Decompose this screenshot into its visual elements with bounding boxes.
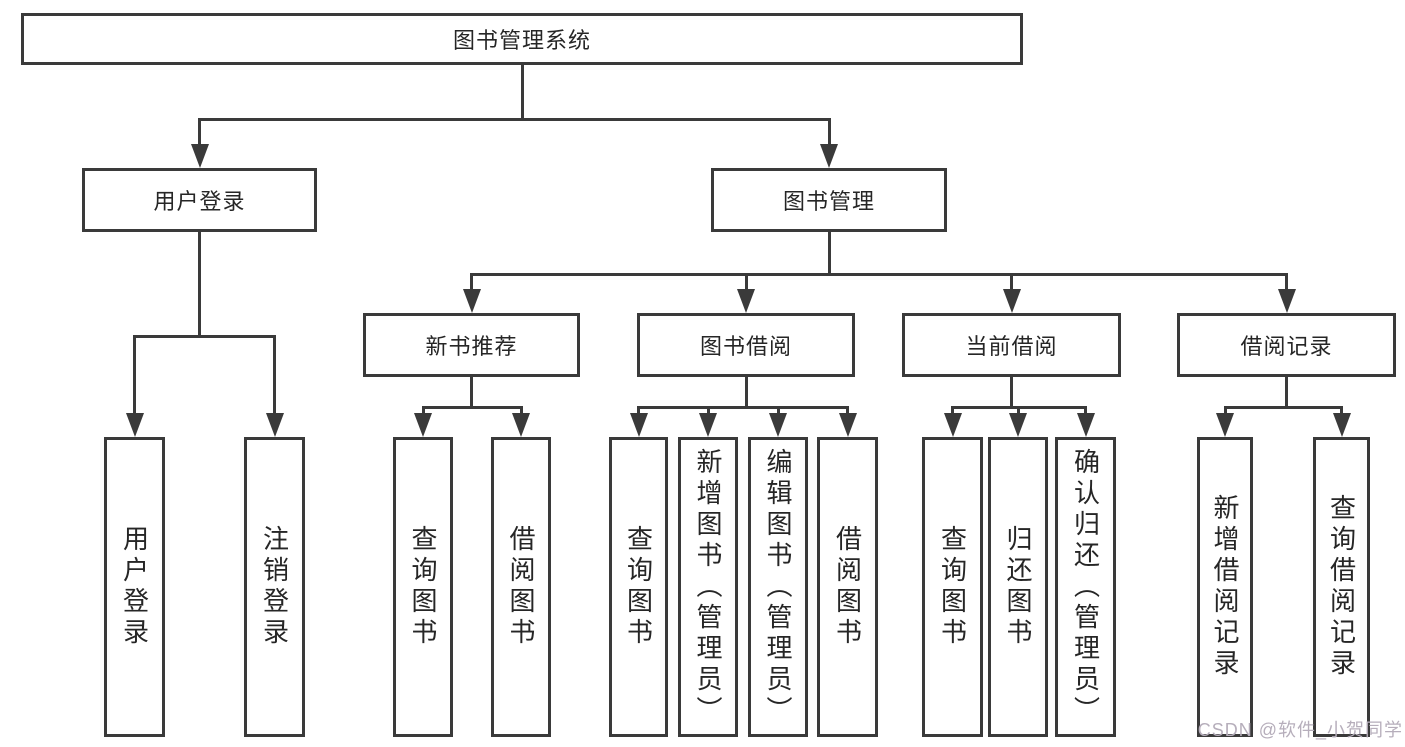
- arrow-down-icon: [1009, 413, 1027, 437]
- leaf-edit-books-admin-box: 编辑图书（管理员）: [748, 437, 808, 737]
- branch-new-book-recommend-box: 新书推荐: [363, 313, 580, 377]
- branch-borrow-records-box: 借阅记录: [1177, 313, 1396, 377]
- arrow-down-icon: [769, 413, 787, 437]
- leaf-query-books-recommend-box: 查询图书: [393, 437, 453, 737]
- arrow-down-icon: [1277, 289, 1296, 313]
- leaf-borrow-books-recommend-label: 借阅图书: [506, 525, 536, 649]
- leaf-add-borrow-record-box: 新增借阅记录: [1197, 437, 1253, 737]
- connector-line: [519, 406, 523, 415]
- branch-current-borrow-box: 当前借阅: [902, 313, 1121, 377]
- connector-line: [951, 406, 954, 415]
- connector-line: [744, 273, 748, 291]
- connector-line: [637, 406, 640, 415]
- arrow-down-icon: [265, 413, 284, 437]
- arrow-down-icon: [838, 413, 857, 437]
- connector-line: [470, 377, 473, 406]
- connector-line: [637, 406, 849, 409]
- leaf-borrow-books-label: 借阅图书: [832, 525, 863, 649]
- connector-line: [1010, 273, 1013, 291]
- connector-line: [198, 118, 831, 121]
- leaf-borrow-books-recommend-box: 借阅图书: [491, 437, 551, 737]
- leaf-return-books-box: 归还图书: [988, 437, 1048, 737]
- connector-line: [273, 335, 276, 415]
- connector-line: [1285, 377, 1288, 406]
- branch-book-management-box: 图书管理: [711, 168, 947, 232]
- connector-line: [706, 406, 710, 415]
- connector-line: [1223, 406, 1227, 415]
- connector-line: [198, 232, 201, 335]
- connector-line: [1285, 273, 1288, 291]
- branch-borrow-records-label: 借阅记录: [1240, 334, 1333, 359]
- leaf-logout-login-label: 注销登录: [259, 525, 290, 649]
- arrow-down-icon: [699, 413, 717, 437]
- branch-book-management-label: 图书管理: [782, 189, 875, 214]
- arrow-down-icon: [1076, 413, 1095, 437]
- leaf-user-login-box: 用户登录: [104, 437, 165, 737]
- connector-line: [421, 406, 425, 415]
- connector-line: [133, 335, 136, 415]
- branch-new-book-recommend-label: 新书推荐: [425, 334, 518, 359]
- leaf-query-books-recommend-label: 查询图书: [408, 525, 438, 649]
- leaf-edit-books-admin-label: 编辑图书（管理员）: [763, 447, 793, 727]
- csdn-watermark: CSDN @软件_小贺同学: [1197, 720, 1403, 740]
- connector-line: [744, 377, 748, 406]
- connector-line: [1010, 377, 1013, 406]
- branch-current-borrow-label: 当前借阅: [965, 334, 1058, 359]
- connector-line: [846, 406, 849, 415]
- leaf-query-borrow-record-label: 查询借阅记录: [1326, 494, 1357, 680]
- arrow-down-icon: [414, 413, 432, 437]
- branch-user-login-box: 用户登录: [82, 168, 317, 232]
- connector-line: [1223, 406, 1343, 409]
- arrow-down-icon: [820, 144, 838, 168]
- arrow-down-icon: [1216, 413, 1234, 437]
- connector-line: [421, 406, 523, 409]
- leaf-query-borrow-record-box: 查询借阅记录: [1313, 437, 1370, 737]
- leaf-add-books-admin-box: 新增图书（管理员）: [678, 437, 738, 737]
- arrow-down-icon: [1002, 289, 1021, 313]
- arrow-down-icon: [629, 413, 648, 437]
- leaf-query-books-borrow-box: 查询图书: [609, 437, 668, 737]
- connector-line: [198, 118, 201, 146]
- leaf-user-login-label: 用户登录: [119, 525, 150, 649]
- connector-line: [133, 335, 276, 338]
- branch-user-login-label: 用户登录: [153, 189, 246, 214]
- connector-line: [520, 65, 524, 118]
- connector-line: [827, 232, 831, 273]
- arrow-down-icon: [943, 413, 962, 437]
- leaf-add-borrow-record-label: 新增借阅记录: [1210, 494, 1240, 680]
- arrow-down-icon: [462, 289, 481, 313]
- leaf-query-books-current-label: 查询图书: [937, 525, 968, 649]
- arrow-down-icon: [125, 413, 144, 437]
- connector-line: [1084, 406, 1087, 415]
- leaf-confirm-return-admin-label: 确认归还（管理员）: [1070, 447, 1101, 727]
- leaf-borrow-books-box: 借阅图书: [817, 437, 878, 737]
- leaf-logout-login-box: 注销登录: [244, 437, 305, 737]
- leaf-return-books-label: 归还图书: [1003, 525, 1033, 649]
- branch-book-borrow-box: 图书借阅: [637, 313, 855, 377]
- root-system-label: 图书管理系统: [452, 28, 591, 53]
- arrow-down-icon: [1332, 413, 1351, 437]
- leaf-confirm-return-admin-box: 确认归还（管理员）: [1055, 437, 1116, 737]
- arrow-down-icon: [512, 413, 530, 437]
- root-system-box: 图书管理系统: [21, 13, 1023, 65]
- connector-line: [470, 273, 1288, 276]
- connector-line: [470, 273, 473, 291]
- connector-line: [1340, 406, 1343, 415]
- connector-line: [1016, 406, 1020, 415]
- connector-line: [776, 406, 780, 415]
- leaf-query-books-current-box: 查询图书: [922, 437, 983, 737]
- arrow-down-icon: [190, 144, 209, 168]
- leaf-add-books-admin-label: 新增图书（管理员）: [693, 447, 723, 727]
- leaf-query-books-borrow-label: 查询图书: [623, 525, 654, 649]
- arrow-down-icon: [737, 289, 755, 313]
- connector-line: [827, 118, 831, 146]
- branch-book-borrow-label: 图书借阅: [699, 334, 792, 359]
